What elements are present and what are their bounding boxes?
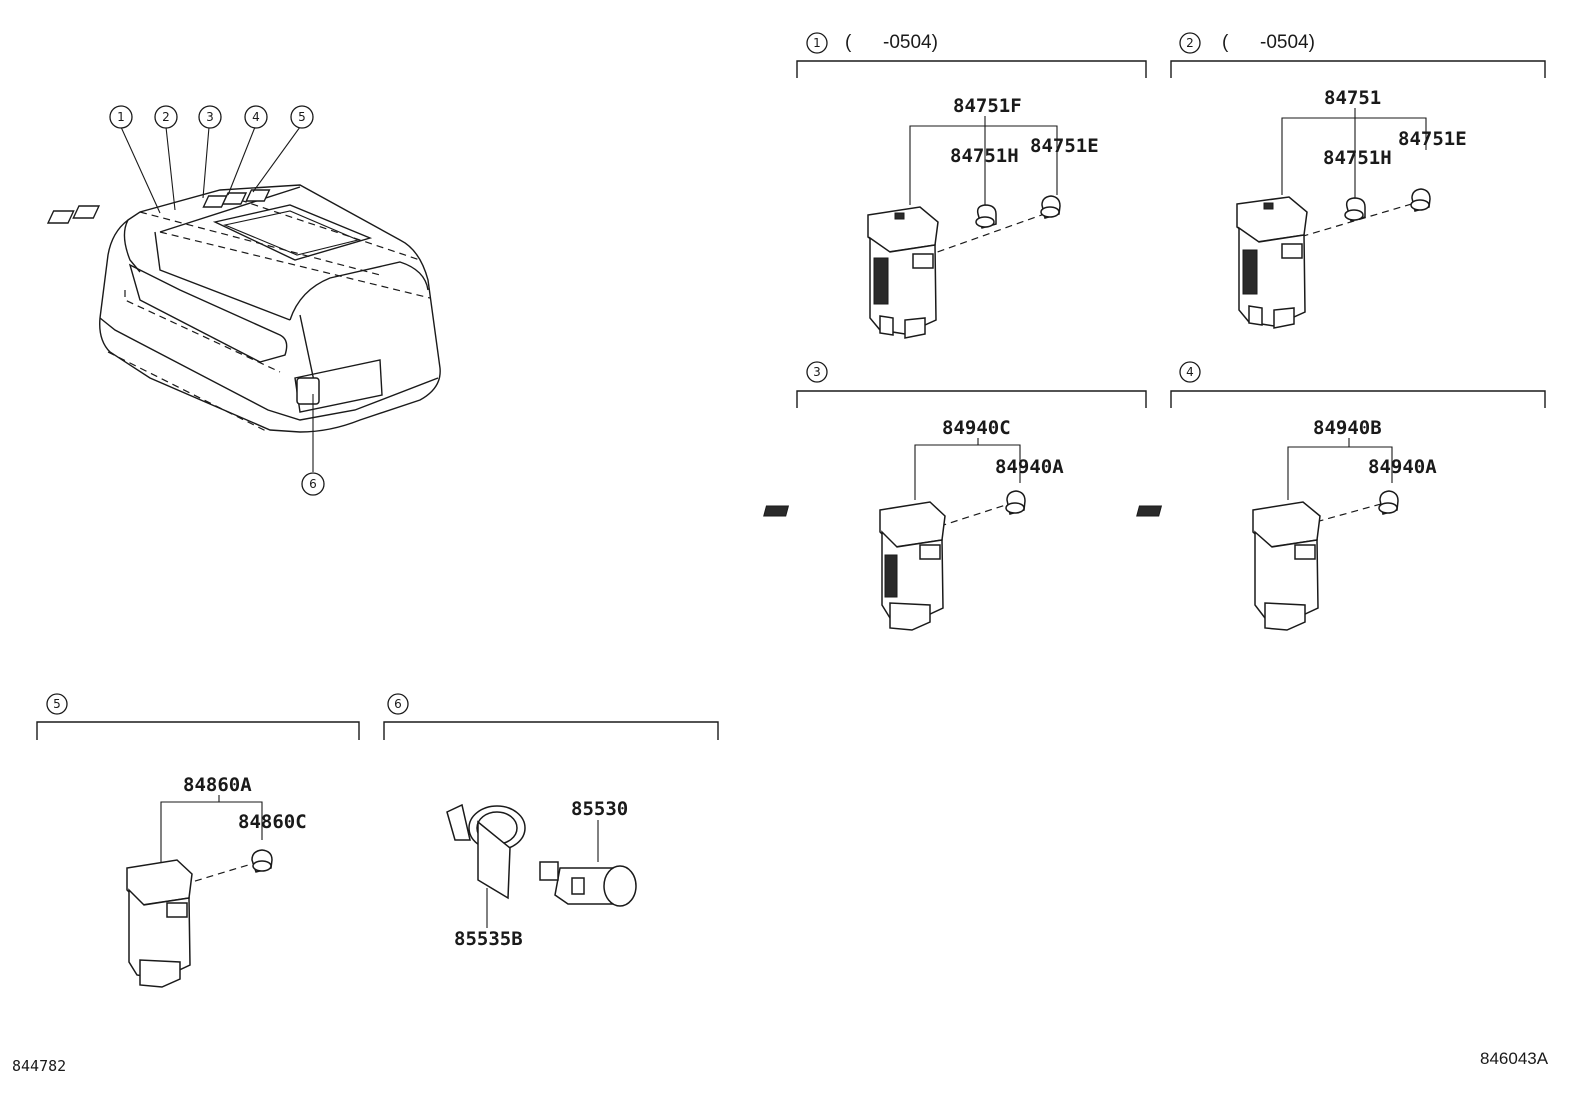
panel-4-bracket — [1170, 390, 1546, 408]
footer-left-code: 844782 — [12, 1057, 66, 1075]
panel-3-callout — [806, 361, 828, 383]
part-label-84940A: 84940A — [995, 456, 1064, 478]
part-label-84940A: 84940A — [1368, 456, 1437, 478]
part-label-84940C: 84940C — [942, 417, 1011, 439]
part-label-85535B: 85535B — [454, 928, 523, 950]
panel-3-number: 3 — [813, 365, 821, 379]
panel-1: 1 ( -0504) 84751F 84751H 84751E — [796, 32, 1147, 339]
part-label-84751F: 84751F — [953, 95, 1022, 117]
panel-3: 3 84940C 84940A — [763, 361, 1147, 631]
bulb-84751E — [1410, 188, 1431, 212]
bulb-84751H — [975, 204, 997, 229]
panel-6-number: 6 — [394, 697, 402, 711]
part-label-84860A: 84860A — [183, 774, 252, 796]
panel-6-callout — [387, 693, 409, 715]
lamp-85530 — [539, 861, 637, 907]
bulb-84940A — [1005, 490, 1026, 515]
panel-5-bracket — [36, 721, 360, 740]
overview-callout-6[interactable]: 6 — [301, 472, 325, 496]
panel-2-header: ( -0504) — [1222, 32, 1315, 53]
callout-label: 5 — [298, 110, 306, 124]
panel-5-number: 5 — [53, 697, 61, 711]
panel-5-callout — [46, 693, 68, 715]
part-label-84751E: 84751E — [1030, 135, 1099, 157]
callout-label: 1 — [117, 110, 125, 124]
panel-2: 2 ( -0504) 84751 84751H 84751E — [1170, 32, 1546, 329]
socket-85535B — [446, 803, 526, 900]
panel-4-callout — [1179, 361, 1201, 383]
panel-4-number: 4 — [1186, 365, 1194, 379]
bulb-84751E — [1040, 195, 1061, 219]
overview-callout-4[interactable]: 4 — [244, 105, 268, 129]
panel-1-bracket — [796, 60, 1147, 78]
callout-label: 4 — [252, 110, 260, 124]
callout-label: 6 — [309, 477, 317, 491]
panel-4: 4 84940B 84940A — [1136, 361, 1546, 631]
switch-body — [1236, 196, 1308, 329]
part-label-84751H: 84751H — [950, 145, 1019, 167]
console-overview — [46, 126, 441, 472]
bulb-84940A — [1378, 490, 1399, 515]
panel-2-callout — [1179, 32, 1201, 54]
bulb-84860C — [251, 849, 273, 873]
part-label-84940B: 84940B — [1313, 417, 1382, 439]
switch-body — [867, 206, 939, 339]
overview-callout-3[interactable]: 3 — [198, 105, 222, 129]
bulb-84751H — [1344, 197, 1366, 222]
callout-label: 3 — [206, 110, 214, 124]
panel-1-number: 1 — [813, 36, 821, 50]
switch-body — [126, 859, 193, 988]
panel-3-bracket — [796, 390, 1147, 408]
panel-1-header: ( -0504) — [845, 32, 938, 53]
panel-2-number: 2 — [1186, 36, 1194, 50]
overview-callout-1[interactable]: 1 — [109, 105, 133, 129]
part-label-84751: 84751 — [1324, 87, 1381, 109]
panel-2-bracket — [1170, 60, 1546, 78]
panel-5: 5 84860A 84860C — [36, 693, 360, 988]
part-label-84860C: 84860C — [238, 811, 307, 833]
footer-right-code: 846043A — [1480, 1049, 1549, 1068]
panel-6: 6 85530 85535B — [383, 693, 719, 950]
switch-body — [763, 501, 946, 631]
panel-1-callout — [806, 32, 828, 54]
overview-callout-5[interactable]: 5 — [290, 105, 314, 129]
part-label-85530: 85530 — [571, 798, 628, 820]
part-label-84751E: 84751E — [1398, 128, 1467, 150]
callout-label: 2 — [162, 110, 170, 124]
panel-6-bracket — [383, 721, 719, 740]
part-label-84751H: 84751H — [1323, 147, 1392, 169]
overview-callout-2[interactable]: 2 — [154, 105, 178, 129]
switch-body — [1136, 501, 1321, 631]
